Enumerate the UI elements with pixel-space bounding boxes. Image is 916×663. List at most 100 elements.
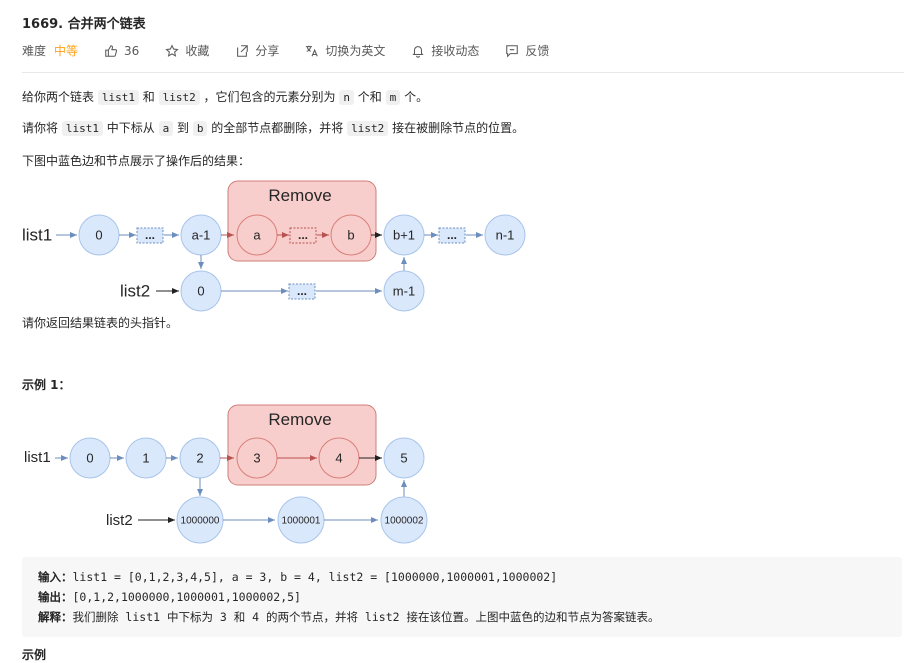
divider [22, 72, 904, 73]
explanation-value: 我们删除 list1 中下标为 3 和 4 的两个节点，并将 list2 接在该… [72, 610, 660, 624]
list2-label: list2 [106, 512, 133, 529]
example-input: 输入：list1 = [0,1,2,3,4,5], a = 3, b = 4, … [38, 569, 557, 585]
code: n [339, 90, 354, 105]
text: 个。 [400, 90, 429, 104]
text: 中下标从 [102, 121, 159, 135]
list-node: m-1 [383, 270, 425, 312]
bell-icon [412, 45, 425, 58]
svg-text:1: 1 [142, 450, 149, 465]
output-value: [0,1,2,1000000,1000001,1000002,5] [72, 590, 301, 604]
svg-text:m-1: m-1 [393, 283, 415, 298]
ellipsis: ... [145, 228, 155, 242]
feedback-label: 反馈 [525, 44, 550, 58]
removed-node: 4 [318, 437, 360, 479]
merge-diagram-general: Remove list1 0 ... a-1 a ... b b+1 ... n… [22, 180, 526, 312]
list-node: 1 [125, 437, 167, 479]
remove-label: Remove [268, 186, 331, 205]
example-explanation: 解释：我们删除 list1 中下标为 3 和 4 的两个节点，并将 list2 … [38, 609, 659, 625]
removed-node: 3 [236, 437, 278, 479]
text: ，它们包含的元素分别为 [199, 90, 340, 104]
share-button[interactable]: 分享 [235, 42, 279, 59]
list-node: 0 [69, 437, 111, 479]
input-value: list1 = [0,1,2,3,4,5], a = 3, b = 4, lis… [72, 570, 558, 584]
list-node: 1000000 [176, 496, 224, 544]
like-count: 36 [124, 43, 140, 58]
list-node: 2 [179, 437, 221, 479]
favorite-button[interactable]: 收藏 [165, 42, 209, 59]
svg-text:b: b [347, 227, 354, 242]
output-label: 输出： [38, 590, 73, 604]
share-icon [237, 44, 249, 57]
code: list1 [97, 90, 139, 105]
explanation-label: 解释： [38, 610, 73, 624]
svg-text:1000000: 1000000 [181, 516, 220, 527]
svg-text:2: 2 [196, 450, 203, 465]
code: list2 [158, 90, 200, 105]
switch-language-button[interactable]: 切换为英文 [305, 42, 385, 59]
list-node: b+1 [383, 214, 425, 256]
svg-text:b+1: b+1 [393, 227, 415, 242]
description-paragraph-2: 请你将 list1 中下标从 a 到 b 的全部节点都删除，并将 list2 接… [22, 119, 524, 136]
text: 请你将 [22, 121, 62, 135]
like-button[interactable]: 36 [104, 44, 139, 58]
notify-label: 接收动态 [431, 44, 480, 58]
list-node: 1000001 [277, 496, 325, 544]
ellipsis: ... [298, 228, 308, 242]
merge-diagram-example: Remove list1 0 1 2 3 4 5 list2 1000000 1… [24, 404, 428, 544]
text: 和 [138, 90, 159, 104]
svg-text:3: 3 [253, 450, 260, 465]
ellipsis-box [438, 227, 466, 244]
difficulty-value: 中等 [54, 44, 79, 58]
thumbs-up-icon [105, 44, 118, 57]
favorite-label: 收藏 [185, 44, 210, 58]
code: m [385, 90, 401, 105]
text: 给你两个链表 [22, 90, 98, 104]
input-label: 输入： [38, 570, 73, 584]
notify-button[interactable]: 接收动态 [411, 42, 479, 59]
code: b [192, 121, 208, 136]
list-node: 5 [383, 437, 425, 479]
code: list2 [347, 121, 389, 136]
remove-label: Remove [268, 410, 331, 429]
list-node: 0 [78, 214, 120, 256]
list-node: 0 [180, 270, 222, 312]
text: 到 [173, 121, 193, 135]
svg-text:a: a [253, 227, 261, 242]
star-icon [165, 43, 179, 57]
list-node: 1000002 [380, 496, 428, 544]
ellipsis-box [288, 283, 316, 300]
code: list1 [61, 121, 103, 136]
feedback-icon [506, 44, 519, 58]
ellipsis: ... [447, 228, 457, 242]
switch-language-label: 切换为英文 [325, 44, 386, 58]
svg-text:1000001: 1000001 [282, 516, 321, 527]
list1-label: list1 [24, 449, 51, 466]
description-paragraph-3: 下图中蓝色边和节点展示了操作后的结果： [22, 154, 251, 168]
list-node: a-1 [180, 214, 222, 256]
text: 接在被删除节点的位置。 [388, 121, 525, 135]
svg-text:0: 0 [86, 450, 93, 465]
svg-text:5: 5 [400, 450, 407, 465]
problem-meta-bar: 难度 中等 36 收藏 分享 切换为英文 接收动态 反馈 [22, 42, 575, 59]
svg-text:4: 4 [335, 450, 342, 465]
ellipsis: ... [297, 284, 307, 298]
removed-node: a [236, 214, 278, 256]
text: 的全部节点都删除，并将 [207, 121, 348, 135]
difficulty: 难度 中等 [22, 42, 78, 59]
example-io-block: 输入：list1 = [0,1,2,3,4,5], a = 3, b = 4, … [22, 557, 902, 637]
list1-label: list1 [22, 225, 52, 244]
difficulty-label: 难度 [22, 44, 47, 58]
feedback-button[interactable]: 反馈 [505, 42, 549, 59]
code: a [158, 121, 174, 136]
removed-node: b [330, 214, 372, 256]
example-output: 输出：[0,1,2,1000000,1000001,1000002,5] [38, 589, 301, 605]
svg-text:1000002: 1000002 [385, 516, 424, 527]
translate-icon [306, 45, 319, 56]
description-paragraph-1: 给你两个链表 list1 和 list2 ，它们包含的元素分别为 n 个和 m … [22, 88, 428, 105]
next-example-heading: 示例 [22, 648, 47, 662]
description-paragraph-4: 请你返回结果链表的头指针。 [22, 316, 179, 330]
text: 个和 [353, 90, 386, 104]
share-label: 分享 [255, 44, 280, 58]
ellipsis-box [289, 227, 317, 244]
list2-label: list2 [120, 281, 150, 300]
